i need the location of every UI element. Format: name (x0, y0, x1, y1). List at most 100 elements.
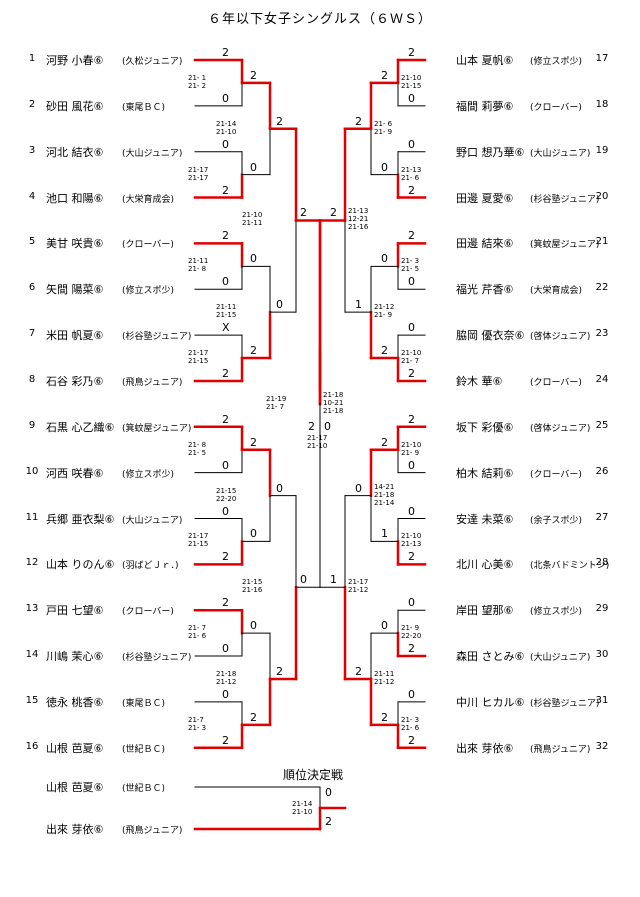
match-score: 0 (222, 687, 229, 701)
match-score: 2 (222, 229, 229, 243)
player-name: 池口 和陽⑥ (46, 191, 104, 205)
match-score: 0 (222, 504, 229, 518)
player-club: (修立スポ少) (122, 286, 175, 297)
player-name: 岸田 望那⑥ (456, 604, 514, 618)
game-scores: 21-13 12-21 21-16 (348, 207, 369, 232)
game-scores: 21-11 21-12 (374, 669, 395, 686)
match-score: 2 (276, 664, 283, 678)
match-score: 0 (250, 527, 257, 541)
game-scores: 21- 8 21- 5 (188, 440, 207, 457)
match-score: 0 (381, 160, 388, 174)
seed-number: 4 (28, 190, 36, 202)
game-scores: 21-18 21-12 (216, 669, 237, 686)
player-club: (羽ばどＪｒ．) (122, 561, 179, 572)
match-score: 2 (300, 206, 307, 220)
seed-number: 5 (28, 236, 36, 248)
match-score: 2 (222, 412, 229, 426)
match-score: 0 (408, 91, 415, 105)
player-name: 砂田 風花⑥ (46, 99, 104, 113)
player-club: (啓体ジュニア) (530, 423, 591, 434)
match-score: 0 (381, 252, 388, 266)
seed-number: 31 (595, 694, 609, 706)
player-club: (クローバー) (530, 102, 582, 113)
player-name: 柏木 結莉⑥ (456, 466, 514, 480)
game-scores: 21-10 21- 9 (401, 440, 422, 457)
player-name: 川嶋 茉心⑥ (46, 650, 104, 664)
player-name: 矢間 陽菜⑥ (46, 283, 104, 297)
match-score: 2 (408, 733, 415, 747)
match-score: 2 (381, 435, 388, 449)
game-scores: 21-15 22-20 (216, 486, 237, 503)
player-club: (飛鳥ジュニア) (530, 744, 591, 755)
match-score: 2 (381, 68, 388, 82)
seed-number: 17 (595, 53, 609, 64)
player-name: 石黒 心乙織⑥ (46, 420, 115, 434)
match-score: 2 (250, 710, 257, 724)
player-club: (東尾ＢＣ) (122, 102, 166, 113)
seed-number: 19 (595, 144, 609, 156)
match-score: 2 (222, 596, 229, 610)
player-name: 福光 芹香⑥ (456, 283, 514, 297)
player-name: 北川 心美⑥ (456, 558, 514, 572)
seed-number: 29 (595, 603, 609, 615)
player-name: 石谷 彩乃⑥ (46, 374, 104, 388)
game-scores: 21- 1 21- 2 (188, 73, 207, 90)
seed-number: 30 (595, 649, 609, 661)
player-name: 出來 芽依⑥ (46, 823, 104, 836)
match-score: X (222, 321, 230, 335)
match-score: 0 (381, 619, 388, 633)
match-score: 2 (222, 366, 229, 380)
player-name: 田邊 夏愛⑥ (456, 191, 514, 205)
seed-number: 26 (595, 465, 609, 477)
seed-number: 9 (28, 419, 36, 431)
seed-number: 14 (25, 649, 39, 661)
seed-number: 16 (25, 740, 39, 752)
final-game-scores: 21-17 21-10 (307, 433, 328, 450)
player-club: (大栄育成会) (530, 286, 583, 297)
match-score: 2 (250, 68, 257, 82)
game-scores: 21-17 21-15 (188, 349, 209, 366)
game-scores: 21-17 21-12 (348, 578, 369, 595)
match-score: 2 (408, 550, 415, 564)
player-club: (世紀ＢＣ) (122, 744, 166, 755)
game-scores: 21- 9 22-20 (401, 624, 422, 641)
match-score: 0 (408, 275, 415, 289)
player-club: (修立スポ少) (530, 57, 583, 67)
game-scores: 21-10 21- 7 (401, 349, 422, 366)
game-scores: 21-7 21- 3 (188, 715, 207, 732)
player-club: (大栄育成会) (122, 194, 175, 205)
game-scores: 21- 3 21- 5 (401, 257, 420, 274)
playoff-score: 0 (325, 786, 332, 799)
seed-number: 32 (595, 740, 609, 752)
game-scores: 21-10 21-11 (242, 211, 263, 228)
game-scores: 21-14 21-10 (216, 119, 237, 136)
player-club: (箕蚊屋ジュニア) (122, 423, 192, 434)
match-score: 0 (408, 596, 415, 610)
match-score: 0 (355, 481, 362, 495)
player-club: (飛鳥ジュニア) (122, 826, 183, 836)
match-score: 0 (250, 252, 257, 266)
player-name: 河野 小春⑥ (46, 54, 104, 67)
match-score: 2 (408, 412, 415, 426)
player-name: 坂下 彩優⑥ (456, 420, 514, 434)
player-club: (大山ジュニア) (530, 148, 591, 159)
player-name: 兵郷 亜衣梨⑥ (46, 512, 115, 526)
match-score: 1 (330, 573, 337, 587)
seed-number: 12 (25, 557, 39, 569)
seed-number: 2 (28, 98, 36, 110)
match-score: 2 (250, 435, 257, 449)
player-name: 福間 莉夢⑥ (456, 99, 514, 113)
player-club: (修立スポ少) (530, 607, 583, 618)
match-score: 2 (355, 114, 362, 128)
player-club: (飛鳥ジュニア) (122, 377, 183, 388)
player-name: 鈴木 華⑥ (456, 374, 503, 388)
player-name: 戸田 七望⑥ (46, 604, 104, 618)
player-name: 脇岡 優衣奈⑥ (456, 329, 525, 343)
player-club: (杉谷塾ジュニア) (122, 332, 192, 343)
player-club: (余子スポ少) (530, 515, 583, 526)
game-scores: 14-21 21-18 21-14 (374, 482, 395, 507)
player-club: (箕蚊屋ジュニア) (530, 240, 600, 251)
seed-number: 3 (28, 144, 36, 156)
match-score: 0 (222, 275, 229, 289)
match-score: 0 (222, 458, 229, 472)
